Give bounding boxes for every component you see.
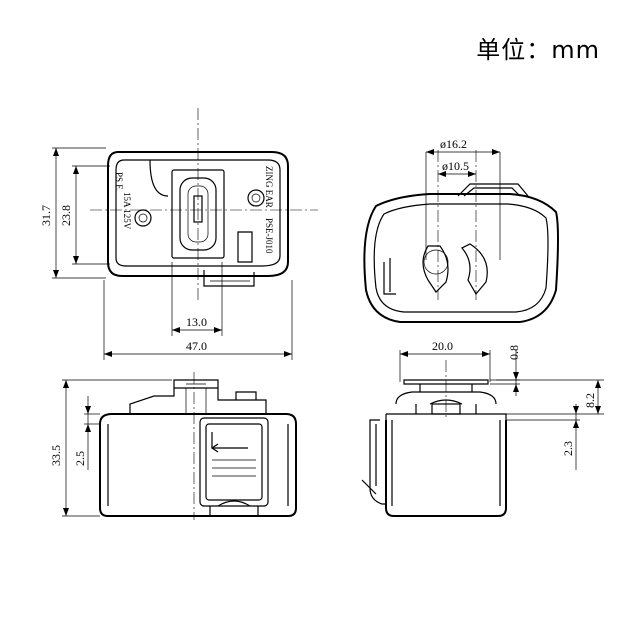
rating-text: 15A 125V <box>122 192 132 230</box>
dim-offset-right: 2.3 <box>561 441 575 456</box>
dim-dia-outer: ø16.2 <box>440 137 467 151</box>
cert-text: PS E <box>114 172 124 190</box>
side-view-right: 20.0 0.8 8.2 2.3 <box>361 339 604 517</box>
dim-height-total: 33.5 <box>49 445 63 466</box>
dim-height-outer: 31.7 <box>39 205 53 226</box>
dim-center-offset: 13.0 <box>186 315 207 329</box>
side-view-left: 33.5 2.5 <box>49 372 297 520</box>
dim-offset-left: 2.5 <box>73 451 87 466</box>
dim-width-top: 20.0 <box>432 339 453 353</box>
dim-height-inner: 23.8 <box>59 205 73 226</box>
dim-thickness: 0.8 <box>507 345 521 360</box>
dim-dia-inner: ø10.5 <box>442 159 469 173</box>
front-view: 15A 125V PS E ZING EAR PSE-J010 31.7 23.… <box>39 108 318 360</box>
unit-label: 单位：mm <box>476 36 600 64</box>
top-view: ø16.2 ø10.5 <box>363 137 559 323</box>
dim-width: 47.0 <box>186 339 207 353</box>
brand-text: ZING EAR <box>264 166 274 208</box>
model-text: PSE-J010 <box>264 218 274 254</box>
dim-height-right: 8.2 <box>583 393 597 408</box>
